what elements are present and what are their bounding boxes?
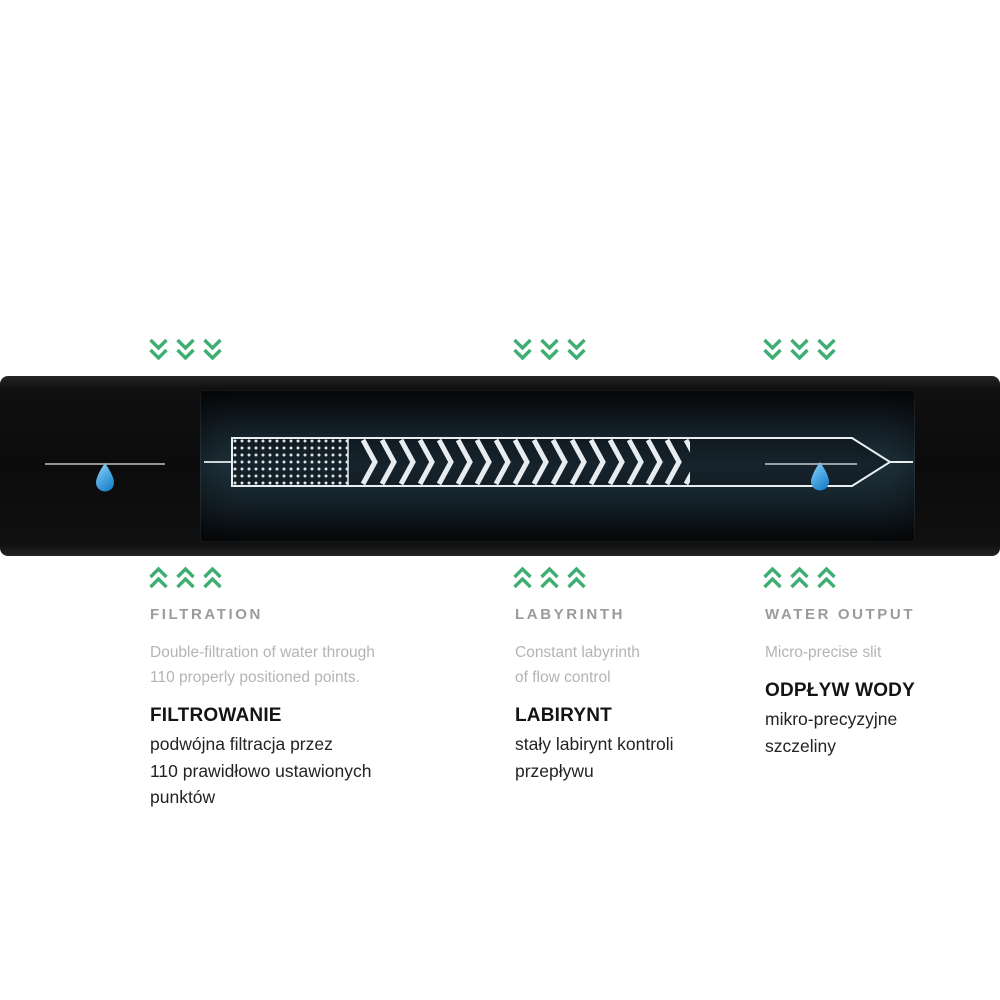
flow-arrows-up-labyrinth xyxy=(512,566,587,589)
chevron-up-icon xyxy=(513,566,532,589)
chevron-down-icon xyxy=(817,338,836,361)
chevron-down-icon xyxy=(513,338,532,361)
drip-tape-band xyxy=(0,376,1000,556)
chevron-down-icon xyxy=(203,338,222,361)
section-heading-en: FILTRATION xyxy=(150,606,263,623)
filtration-mesh xyxy=(231,437,349,487)
section-heading-pl: ODPŁYW WODY xyxy=(765,680,915,702)
chevron-down-icon xyxy=(790,338,809,361)
flow-arrows-down-labyrinth xyxy=(512,338,587,361)
section-heading-en: LABYRINTH xyxy=(515,606,626,623)
section-heading-pl: FILTROWANIE xyxy=(150,705,282,727)
section-filtration: FILTRATION Double-filtration of water th… xyxy=(150,606,495,811)
chevron-up-icon xyxy=(763,566,782,589)
chevron-down-icon xyxy=(763,338,782,361)
chevron-down-icon xyxy=(540,338,559,361)
water-drop-icon xyxy=(96,463,114,492)
flow-arrows-up-water-output xyxy=(762,566,837,589)
section-description-pl: podwójna filtracja przez 110 prawidłowo … xyxy=(150,734,372,808)
chevron-down-icon xyxy=(567,338,586,361)
chevron-up-icon xyxy=(540,566,559,589)
flow-arrows-down-water-output xyxy=(762,338,837,361)
chevron-down-icon xyxy=(176,338,195,361)
section-description-pl: mikro-precyzyjne szczeliny xyxy=(765,709,898,756)
section-labyrinth: LABYRINTH Constant labyrinth of flow con… xyxy=(515,606,765,784)
section-description-en: Double-filtration of water through 110 p… xyxy=(150,644,375,687)
tape-cutaway xyxy=(200,390,915,542)
emitter-diagram xyxy=(204,437,913,487)
section-water-output: WATER OUTPUT Micro-precise slit ODPŁYW W… xyxy=(765,606,995,759)
section-description-en: Micro-precise slit xyxy=(765,644,882,661)
chevron-up-icon xyxy=(567,566,586,589)
chevron-up-icon xyxy=(203,566,222,589)
flow-arrows-up-filtration xyxy=(148,566,223,589)
section-heading-pl: LABIRYNT xyxy=(515,705,612,727)
section-description-pl: stały labirynt kontroli przepływu xyxy=(515,734,674,781)
chevron-up-icon xyxy=(176,566,195,589)
flow-arrows-down-filtration xyxy=(148,338,223,361)
section-heading-en: WATER OUTPUT xyxy=(765,606,916,623)
chevron-up-icon xyxy=(149,566,168,589)
labyrinth-pattern xyxy=(360,438,690,486)
section-description-en: Constant labyrinth of flow control xyxy=(515,644,640,687)
chevron-up-icon xyxy=(817,566,836,589)
chevron-up-icon xyxy=(790,566,809,589)
chevron-down-icon xyxy=(149,338,168,361)
